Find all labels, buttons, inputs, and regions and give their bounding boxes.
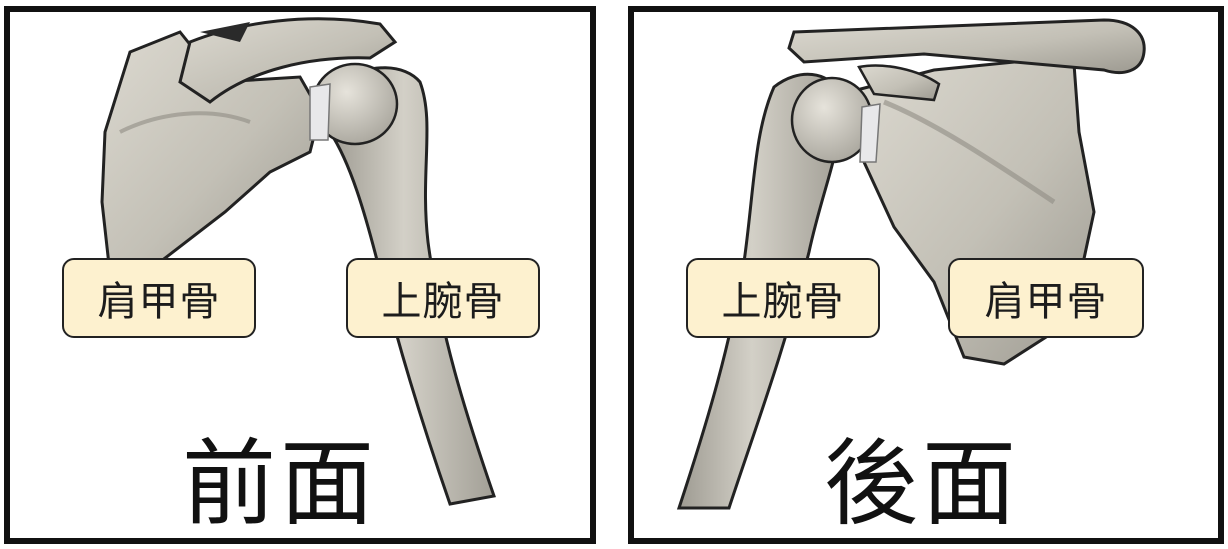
back-view-panel: 上腕骨 肩甲骨 後面 xyxy=(628,6,1224,544)
front-view-panel: 肩甲骨 上腕骨 前面 xyxy=(4,6,596,544)
view-title-back: 後面 xyxy=(824,438,1020,532)
label-humerus: 上腕骨 xyxy=(686,258,880,338)
label-scapula: 肩甲骨 xyxy=(62,258,256,338)
label-scapula: 肩甲骨 xyxy=(948,258,1144,338)
view-title-front: 前面 xyxy=(182,438,378,532)
clavicle-back xyxy=(789,20,1144,73)
label-humerus: 上腕骨 xyxy=(346,258,540,338)
